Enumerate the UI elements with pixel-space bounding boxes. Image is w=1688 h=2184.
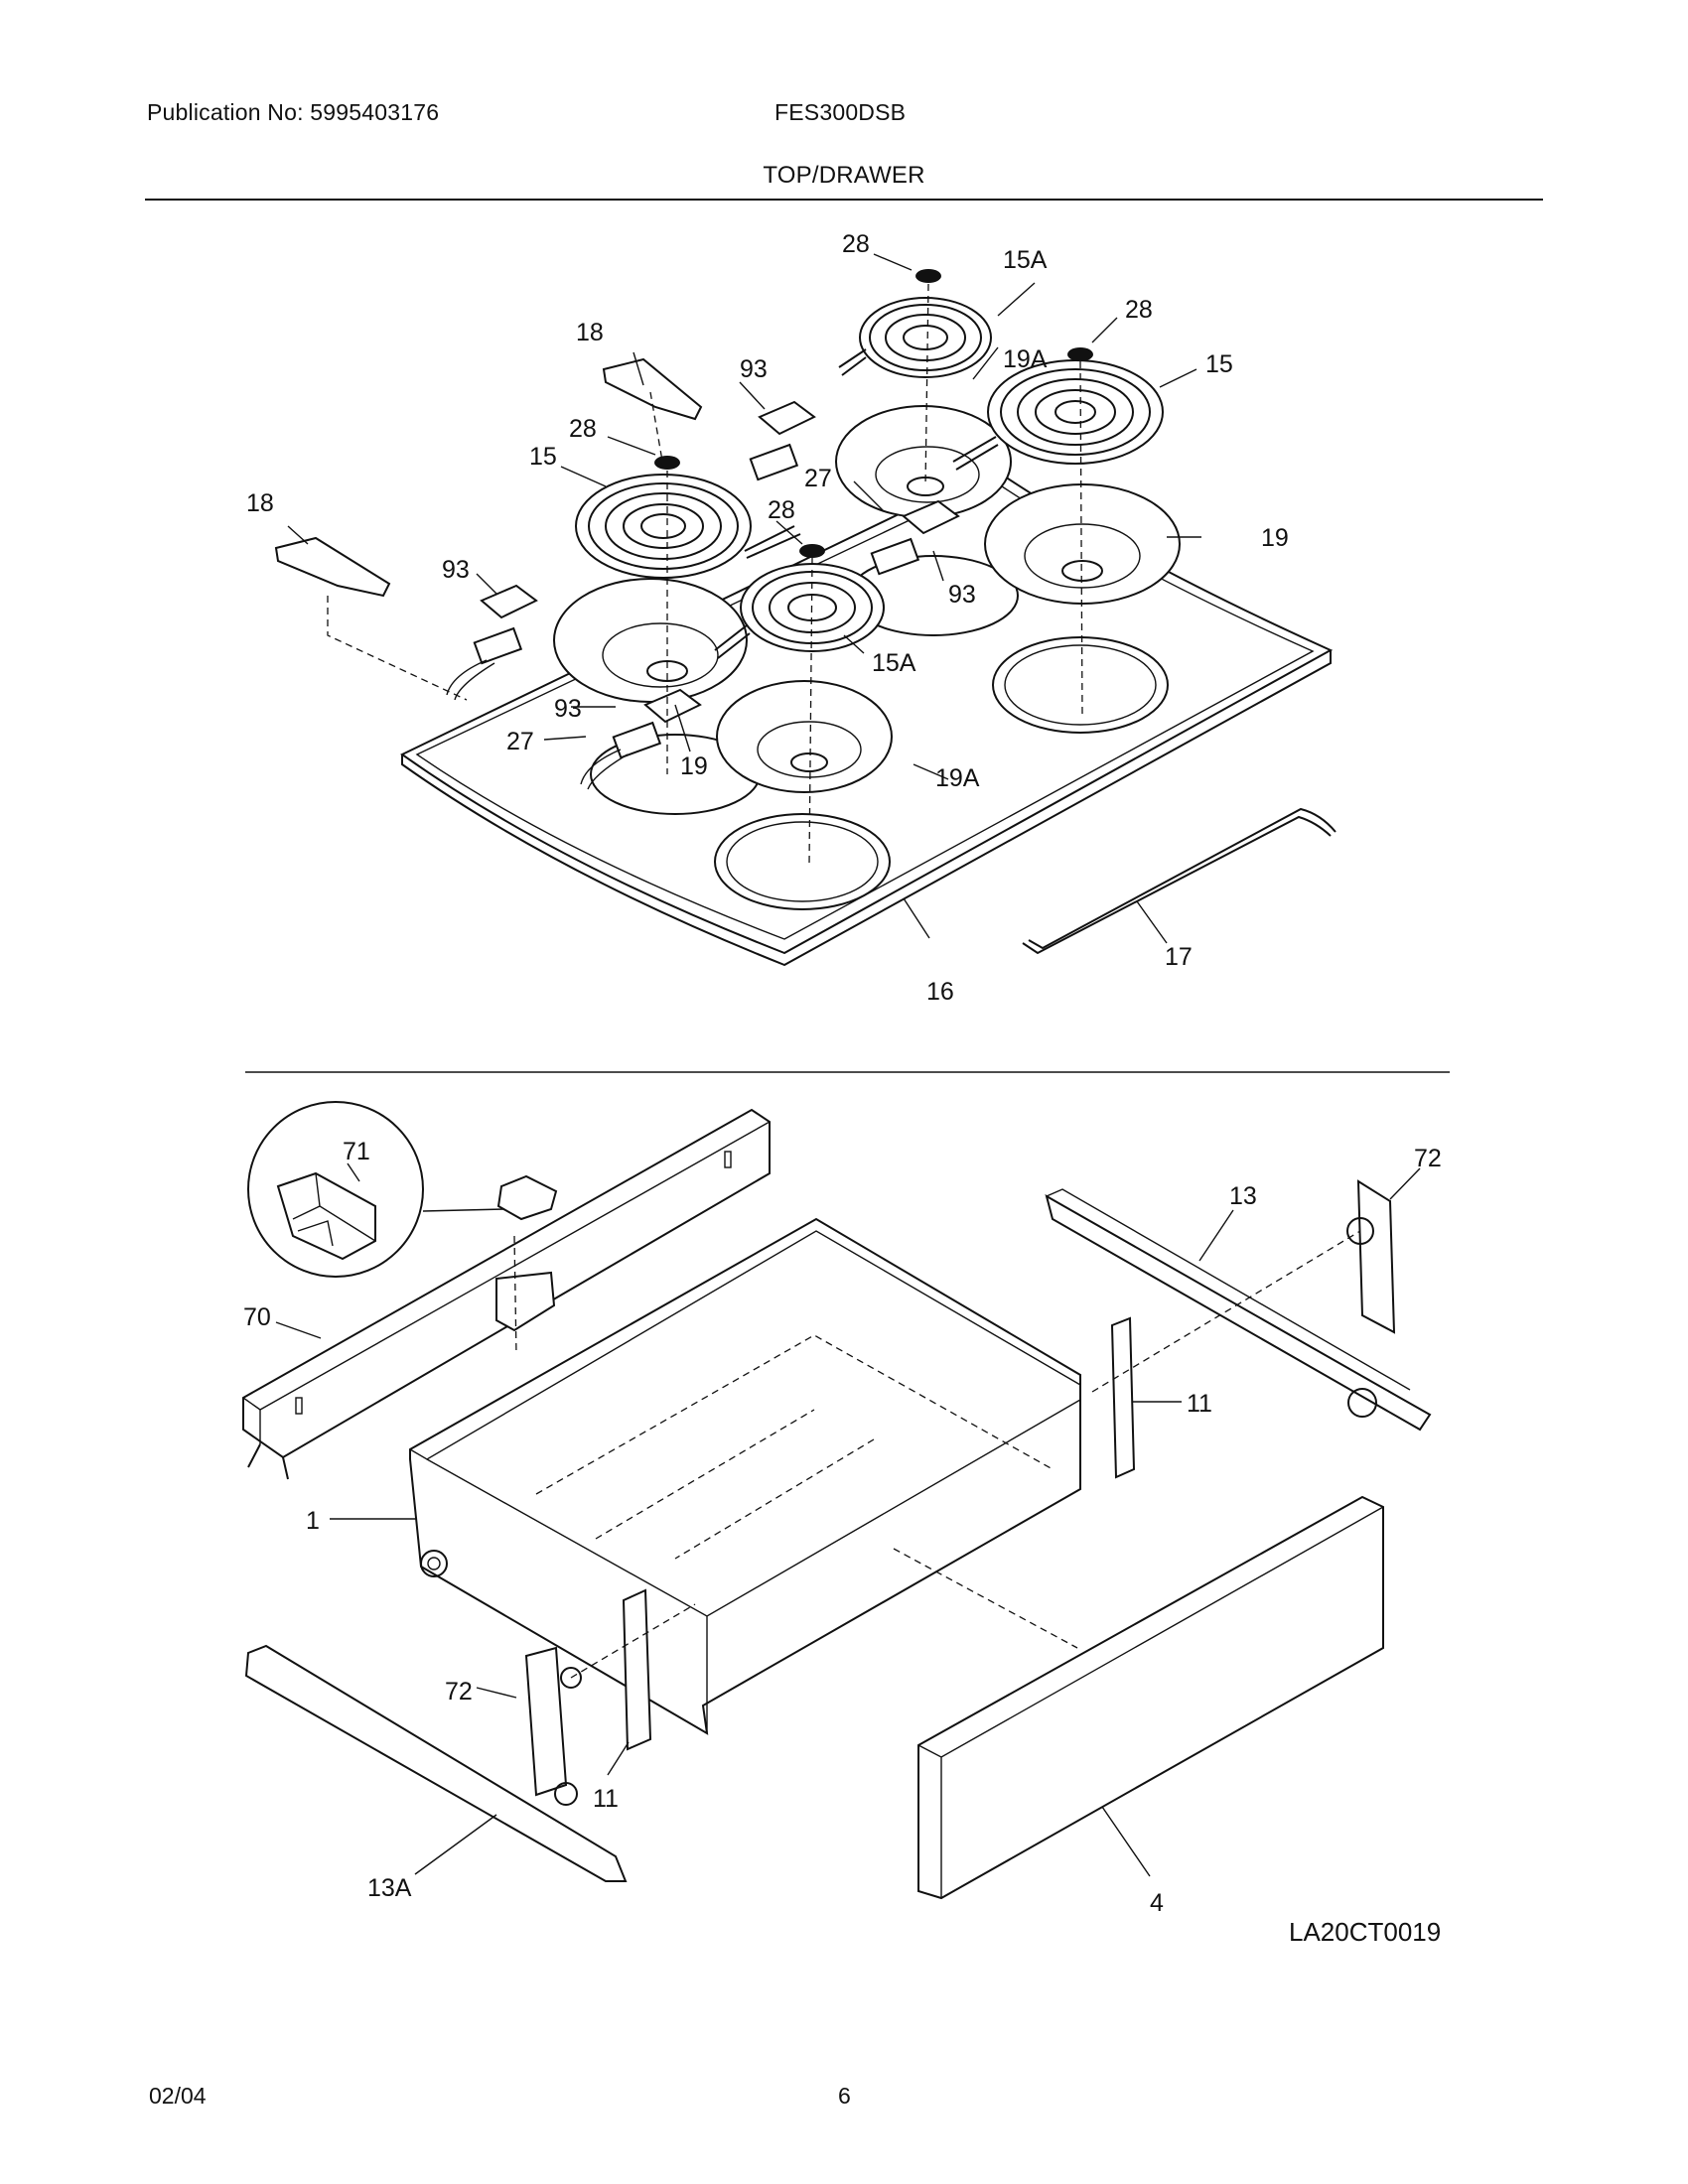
terminal-block-93 <box>580 688 702 790</box>
coil-element-15-left <box>575 474 801 579</box>
drip-bowl-19a-rear <box>835 405 1012 518</box>
drawer-rail-11 <box>1110 1316 1136 1479</box>
drawer-glide-13 <box>1045 1193 1432 1432</box>
cooktop-assembly: 28 15A 28 18 93 19A 15 28 15 27 28 18 19… <box>246 230 1336 1006</box>
callout-19: 19 <box>1261 524 1289 552</box>
callout-15: 15 <box>529 443 557 471</box>
callout-93: 93 <box>740 355 768 383</box>
callout-28: 28 <box>569 415 597 443</box>
center-cap-28 <box>654 456 680 470</box>
callout-28: 28 <box>842 230 870 258</box>
drawer-box-1 <box>409 1217 1081 1735</box>
callout-27: 27 <box>506 728 534 755</box>
drawer-assembly: 71 72 13 70 11 1 72 11 13A 4 <box>242 1101 1442 1917</box>
detail-callout-circle <box>247 1101 424 1278</box>
drip-bowl-19-right <box>984 483 1181 605</box>
center-cap-28 <box>915 269 941 283</box>
side-bracket-72 <box>524 1646 568 1797</box>
callout-19a: 19A <box>1003 345 1048 373</box>
terminal-block-93 <box>446 584 538 701</box>
callout-71: 71 <box>343 1138 370 1165</box>
callout-11: 11 <box>593 1785 619 1813</box>
center-cap-28 <box>799 544 825 558</box>
publication-number: Publication No: 5995403176 <box>147 99 440 125</box>
callout-18: 18 <box>246 489 274 517</box>
burner-opening <box>714 813 891 910</box>
callout-28: 28 <box>1125 296 1153 324</box>
callout-13a: 13A <box>367 1874 412 1902</box>
terminal-block-93 <box>749 400 816 481</box>
callout-27: 27 <box>804 465 832 492</box>
burner-opening <box>992 636 1169 734</box>
coil-element-15a-rear <box>838 297 992 378</box>
drawer-glide-13a <box>244 1644 628 1882</box>
callout-70: 70 <box>243 1303 271 1331</box>
callout-11: 11 <box>1187 1390 1212 1418</box>
coil-element-15-right <box>952 359 1164 471</box>
callout-18: 18 <box>576 319 604 346</box>
callout-93: 93 <box>554 695 582 723</box>
header-rule <box>145 199 1543 201</box>
mounting-bracket-18 <box>602 357 703 421</box>
callout-15: 15 <box>1205 350 1233 378</box>
model-number: FES300DSB <box>774 99 907 125</box>
callout-72: 72 <box>445 1678 473 1706</box>
page-number: 6 <box>838 2083 851 2109</box>
callout-16: 16 <box>926 978 954 1006</box>
callout-19a: 19A <box>935 764 980 792</box>
callout-19: 19 <box>680 752 708 780</box>
callout-4: 4 <box>1150 1889 1164 1917</box>
drawer-panel-4 <box>917 1495 1384 1900</box>
terminal-block-93 <box>870 499 960 576</box>
drip-bowl-19a-front <box>716 680 893 793</box>
publication-date: 02/04 <box>149 2083 207 2109</box>
callout-93: 93 <box>442 556 470 584</box>
callout-17: 17 <box>1165 943 1193 971</box>
center-cap-28 <box>1067 347 1093 361</box>
drip-bowl-19-left <box>553 578 748 703</box>
callout-13: 13 <box>1229 1182 1257 1210</box>
section-title: TOP/DRAWER <box>763 162 925 189</box>
callout-15a: 15A <box>1003 246 1048 274</box>
drawer-rail-11 <box>622 1588 652 1751</box>
callout-93: 93 <box>948 581 976 609</box>
callout-15a: 15A <box>872 649 916 677</box>
callout-28: 28 <box>768 496 795 524</box>
diagram-code: LA20CT0019 <box>1289 1917 1441 1947</box>
callout-72: 72 <box>1414 1145 1442 1172</box>
side-bracket-72 <box>1356 1179 1396 1334</box>
trim-wire-17 <box>1022 807 1336 955</box>
mounting-bracket-18 <box>274 536 391 598</box>
callout-1: 1 <box>306 1507 320 1535</box>
